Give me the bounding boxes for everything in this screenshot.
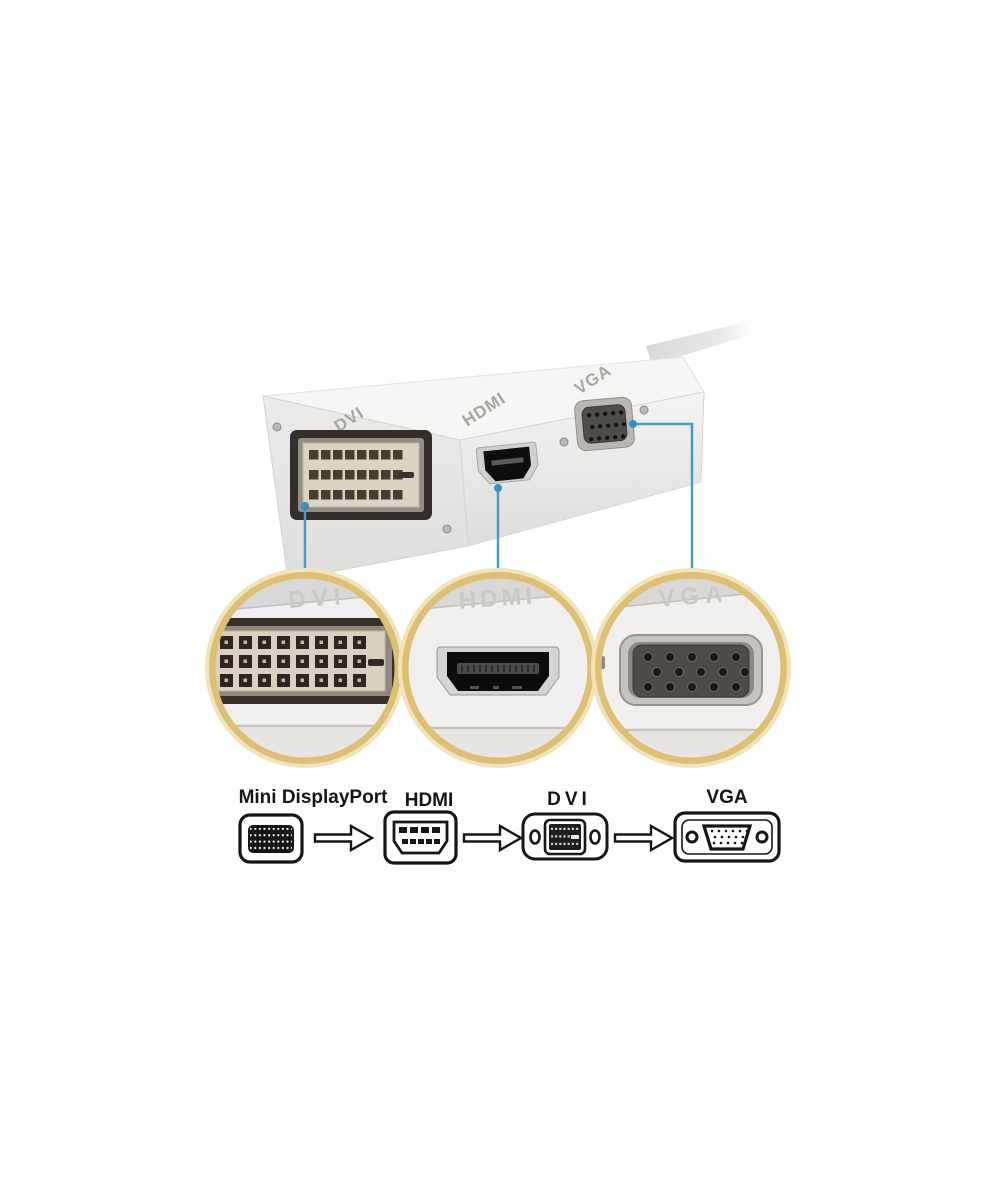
diagram-label-hdmi: HDMI — [405, 790, 454, 811]
embossed-label-dvi: DVI — [288, 583, 348, 614]
embossed-label-hdmi: HDMI — [458, 582, 537, 614]
callout-lines — [301, 420, 694, 574]
cable — [646, 322, 750, 365]
screw — [442, 524, 452, 534]
mini-displayport-icon — [238, 813, 304, 864]
hdmi-port — [475, 441, 539, 485]
adapter-photo: DVI HDMI VGA — [262, 322, 750, 581]
screw — [639, 405, 649, 415]
right-arrow-icon — [313, 823, 375, 853]
zoom-circle-dvi: DVI — [205, 568, 405, 768]
embossed-label-vga: VGA — [658, 581, 730, 613]
vga-port — [574, 396, 635, 452]
callout-line-vga — [629, 420, 694, 572]
diagram-label-vga: VGA — [706, 787, 747, 808]
screw — [272, 422, 282, 432]
vga-icon — [673, 811, 781, 863]
callout-line-dvi — [301, 502, 309, 572]
right-arrow-icon — [613, 823, 675, 853]
dvi-port — [290, 430, 432, 520]
right-arrow-icon — [462, 823, 524, 853]
conversion-diagram: Mini DisplayPort HDMI DVI VGA — [238, 787, 781, 865]
diagram-label-mini-displayport: Mini DisplayPort — [239, 787, 389, 808]
hdmi-icon — [383, 810, 458, 865]
diagram-label-dvi: DVI — [547, 789, 591, 810]
zoom-circle-hdmi: HDMI — [398, 568, 598, 768]
screw — [559, 437, 569, 447]
dvi-icon — [521, 812, 609, 861]
callout-line-hdmi — [494, 484, 502, 574]
zoom-circle-vga: VGA — [591, 568, 791, 768]
